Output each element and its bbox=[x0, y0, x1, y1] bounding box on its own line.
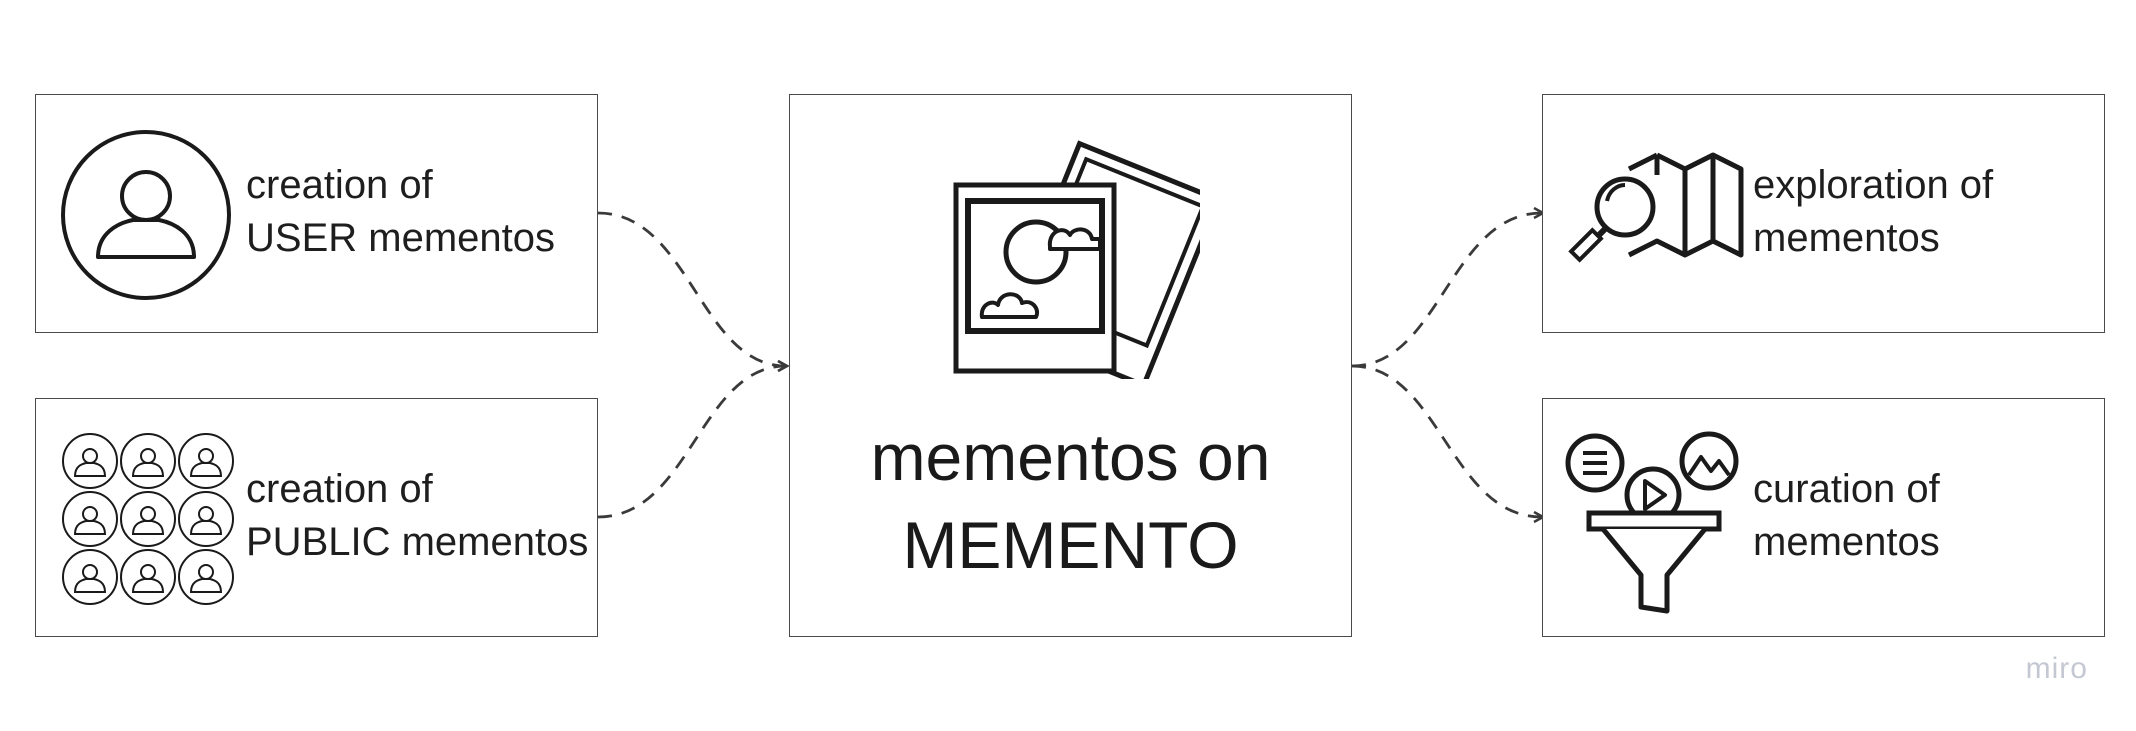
curation-line2: mementos bbox=[1753, 520, 1940, 564]
public-mementos-label: creation of PUBLIC mementos bbox=[246, 463, 588, 569]
curation-box[interactable]: curation of mementos bbox=[1542, 398, 2105, 637]
map-magnifier-icon bbox=[1568, 152, 1744, 263]
connector-center-to-curate bbox=[1351, 364, 1542, 517]
connector-center-to-explore bbox=[1351, 213, 1542, 368]
photo-stack-icon bbox=[953, 140, 1200, 379]
exploration-box[interactable]: exploration of mementos bbox=[1542, 94, 2105, 333]
people-grid-icon bbox=[62, 433, 234, 605]
person-mini-icon bbox=[120, 491, 176, 547]
person-mini-icon bbox=[178, 491, 234, 547]
exploration-line1: exploration of bbox=[1753, 163, 1994, 207]
public-mementos-line2: PUBLIC mementos bbox=[246, 520, 589, 564]
exploration-label: exploration of mementos bbox=[1753, 159, 1993, 265]
exploration-line2: mementos bbox=[1753, 216, 1940, 260]
person-mini-icon bbox=[62, 433, 118, 489]
center-box[interactable]: mementos on MEMENTO bbox=[789, 94, 1352, 637]
user-mementos-line2: USER mementos bbox=[246, 216, 555, 260]
user-mementos-line1: creation of bbox=[246, 163, 433, 207]
person-mini-icon bbox=[120, 549, 176, 605]
center-line1: mementos on bbox=[870, 420, 1271, 494]
person-mini-icon bbox=[120, 433, 176, 489]
public-mementos-box[interactable]: creation of PUBLIC mementos bbox=[35, 398, 598, 637]
person-mini-icon bbox=[62, 491, 118, 547]
connector-user-to-center bbox=[597, 211, 786, 366]
curation-label: curation of mementos bbox=[1753, 463, 1940, 569]
curation-line1: curation of bbox=[1753, 467, 1940, 511]
public-mementos-line1: creation of bbox=[246, 467, 433, 511]
center-line2: MEMENTO bbox=[902, 508, 1239, 582]
person-mini-icon bbox=[178, 549, 234, 605]
media-funnel-icon bbox=[1565, 431, 1739, 614]
person-mini-icon bbox=[62, 549, 118, 605]
person-mini-icon bbox=[178, 433, 234, 489]
user-circle-icon bbox=[61, 130, 231, 300]
connector-public-to-center bbox=[597, 366, 786, 519]
user-mementos-label: creation of USER mementos bbox=[246, 159, 555, 265]
center-label: mementos on MEMENTO bbox=[790, 413, 1351, 589]
user-mementos-box[interactable]: creation of USER mementos bbox=[35, 94, 598, 333]
miro-watermark: miro bbox=[2025, 652, 2088, 685]
